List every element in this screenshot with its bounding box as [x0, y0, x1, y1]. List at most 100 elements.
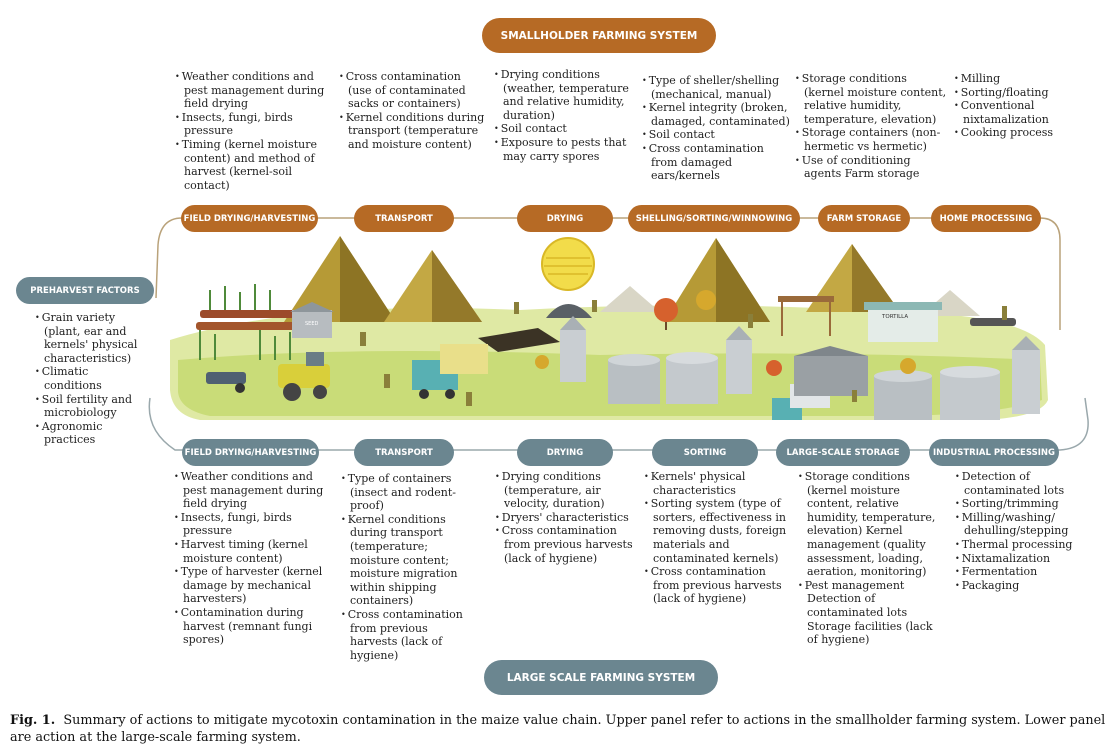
figure-caption: Fig. 1. Summary of actions to mitigate m… [10, 712, 1108, 746]
upper-stage-shelling: SHELLING/SORTING/WINNOWING [628, 205, 800, 232]
upper-loop-left [155, 217, 183, 299]
lower-stage-large-storage: LARGE-SCALE STORAGE [776, 439, 910, 466]
mountain [340, 236, 396, 322]
list-item: Sorting system (type of sorters, effecti… [644, 497, 789, 565]
list-item: Drying conditions (temperature, air velo… [495, 470, 635, 511]
list-item: Fermentation [955, 565, 1075, 579]
seed-sign: SEED [305, 321, 318, 327]
list-item: Milling [954, 72, 1064, 86]
list-item: Cooking process [954, 126, 1064, 140]
sun [541, 237, 595, 291]
lower-stage-industrial-processing: INDUSTRIAL PROCESSING [929, 439, 1059, 466]
list-item: Kernel integrity (broken, damaged, conta… [642, 101, 792, 128]
list-item: Kernels' physical characteristics [644, 470, 789, 497]
caption-label: Fig. 1. [10, 713, 56, 728]
soil-strip [200, 310, 300, 318]
upper-stage-home-processing: HOME PROCESSING [931, 205, 1041, 232]
list-item: Grain variety (plant, ear and kernels' p… [35, 311, 147, 365]
mountain [852, 244, 900, 312]
mountain [432, 250, 482, 322]
list-item: Kernel conditions during transport (temp… [341, 513, 471, 608]
upper-list-farm-storage: Storage conditions (kernel moisture cont… [795, 72, 950, 181]
list-item: Soil fertility and microbiology [35, 393, 147, 420]
lower-loop-line [148, 397, 1089, 451]
upper-stage-transport: TRANSPORT [354, 205, 454, 232]
lower-list-drying: Drying conditions (temperature, air velo… [495, 470, 635, 565]
list-item: Thermal processing [955, 538, 1075, 552]
list-item: Insects, fungi, birds pressure [175, 111, 340, 138]
upper-stage-drying: DRYING [517, 205, 613, 232]
tractor [278, 364, 330, 388]
list-item: Soil contact [642, 128, 792, 142]
trees [535, 290, 916, 376]
list-item: Dryers' characteristics [495, 511, 635, 525]
hill [600, 286, 660, 312]
list-item: Cross contamination (use of contaminated… [339, 70, 487, 111]
list-item: Climatic conditions [35, 365, 147, 392]
list-item: Cross contamination from previous harves… [644, 565, 789, 606]
list-item: Sorting/trimming [955, 497, 1075, 511]
workers [360, 300, 1007, 406]
large-scale-title: LARGE SCALE FARMING SYSTEM [484, 660, 718, 695]
list-item: Type of containers (insect and rodent-pr… [341, 472, 471, 513]
list-item: Timing (kernel moisture content) and met… [175, 138, 340, 192]
seed-building [292, 310, 332, 338]
list-item: Packaging [955, 579, 1075, 593]
tortilla-sign: TORTILLA [881, 314, 908, 320]
lower-list-large-storage: Storage conditions (kernel moisture cont… [798, 470, 938, 647]
list-item: Use of conditioning agents Farm storage [795, 154, 950, 181]
silo-group [560, 316, 1040, 420]
maize-plants [199, 284, 291, 360]
upper-list-drying: Drying conditions (weather, temperature … [494, 68, 634, 163]
list-item: Kernel conditions during transport (temp… [339, 111, 487, 152]
upper-stage-farm-storage: FARM STORAGE [818, 205, 910, 232]
table [970, 318, 1016, 326]
preharvest-title: PREHARVEST FACTORS [16, 277, 154, 304]
list-item: Storage conditions (kernel moisture cont… [795, 72, 950, 126]
drying-greenhouse [546, 304, 592, 318]
tiller [206, 372, 246, 384]
list-item: Agronomic practices [35, 420, 147, 447]
list-item: Storage containers (non-hermetic vs herm… [795, 126, 950, 153]
drying-platform [478, 328, 560, 352]
farm-shelter [778, 296, 834, 302]
list-item: Detection of contaminated lots [955, 470, 1075, 497]
list-item: Exposure to pests that may carry spores [494, 136, 634, 163]
list-item: Milling/washing/ dehulling/stepping [955, 511, 1075, 538]
list-item: Drying conditions (weather, temperature … [494, 68, 634, 122]
upper-list-home-processing: Milling Sorting/floating Conventional ni… [954, 72, 1064, 140]
lower-stage-drying: DRYING [517, 439, 613, 466]
smallholder-title: SMALLHOLDER FARMING SYSTEM [482, 18, 716, 53]
lower-stage-field-drying: FIELD DRYING/HARVESTING [182, 439, 319, 466]
list-item: Cross contamination from damaged ears/ke… [642, 142, 792, 183]
list-item: Sorting/floating [954, 86, 1064, 100]
lower-list-field-drying: Weather conditions and pest management d… [174, 470, 324, 647]
list-item: Nixtamalization [955, 552, 1075, 566]
tortilla-shop [868, 306, 938, 342]
lower-stage-sorting: SORTING [652, 439, 758, 466]
caption-text: Summary of actions to mitigate mycotoxin… [10, 713, 1106, 745]
upper-list-transport: Cross contamination (use of contaminated… [339, 70, 487, 152]
list-item: Contamination during harvest (remnant fu… [174, 606, 324, 647]
list-item: Soil contact [494, 122, 634, 136]
upper-list-shelling: Type of sheller/shelling (mechanical, ma… [642, 74, 792, 183]
list-item: Storage conditions (kernel moisture cont… [798, 470, 938, 579]
list-item: Harvest timing (kernel moisture content) [174, 538, 324, 565]
lower-list-industrial-processing: Detection of contaminated lots Sorting/t… [955, 470, 1075, 592]
list-item: Cross contamination from previous harves… [341, 608, 471, 662]
list-item: Type of sheller/shelling (mechanical, ma… [642, 74, 792, 101]
upper-stage-field-drying: FIELD DRYING/HARVESTING [181, 205, 318, 232]
upper-list-field-drying: Weather conditions and pest management d… [175, 70, 340, 192]
list-item: Weather conditions and pest management d… [175, 70, 340, 111]
list-item: Weather conditions and pest management d… [174, 470, 324, 511]
factory [794, 356, 868, 396]
list-item: Pest management Detection of contaminate… [798, 579, 938, 647]
list-item: Cross contamination from previous harves… [495, 524, 635, 565]
list-item: Conventional nixtamalization [954, 99, 1064, 126]
soil-strip [196, 322, 306, 330]
list-item: Type of harvester (kernel damage by mech… [174, 565, 324, 606]
list-item: Insects, fungi, birds pressure [174, 511, 324, 538]
mountain [716, 238, 770, 322]
preharvest-list: Grain variety (plant, ear and kernels' p… [35, 311, 147, 447]
